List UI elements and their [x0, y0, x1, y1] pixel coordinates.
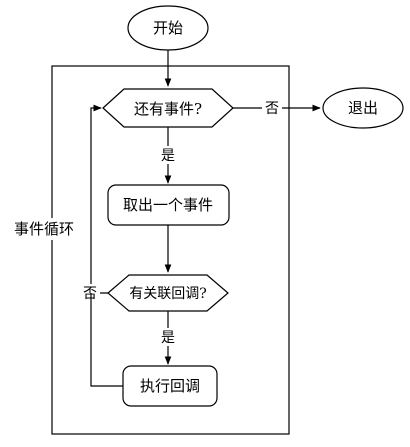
- edge-no-label-2: 否: [83, 286, 97, 302]
- edge-yes-label-1: 是: [161, 148, 175, 164]
- decision-has-callback-label: 有关联回调?: [129, 286, 207, 302]
- edge-no-label-1: 否: [265, 101, 279, 117]
- action-take-event-label: 取出一个事件: [123, 196, 213, 214]
- edge-has-callback-no: [90, 104, 108, 294]
- decision-has-callback: [107, 274, 229, 312]
- exit-node: [322, 87, 404, 129]
- action-run-callback-label: 执行回调: [140, 377, 200, 395]
- start-label: 开始: [153, 19, 183, 37]
- edge-run-callback-loop: [90, 293, 123, 387]
- edge-yes-label-2: 是: [161, 330, 175, 346]
- event-loop-container: [51, 65, 290, 435]
- event-loop-label: 事件循环: [14, 220, 74, 238]
- exit-label: 退出: [348, 99, 378, 117]
- decision-has-event-label: 还有事件?: [134, 100, 202, 118]
